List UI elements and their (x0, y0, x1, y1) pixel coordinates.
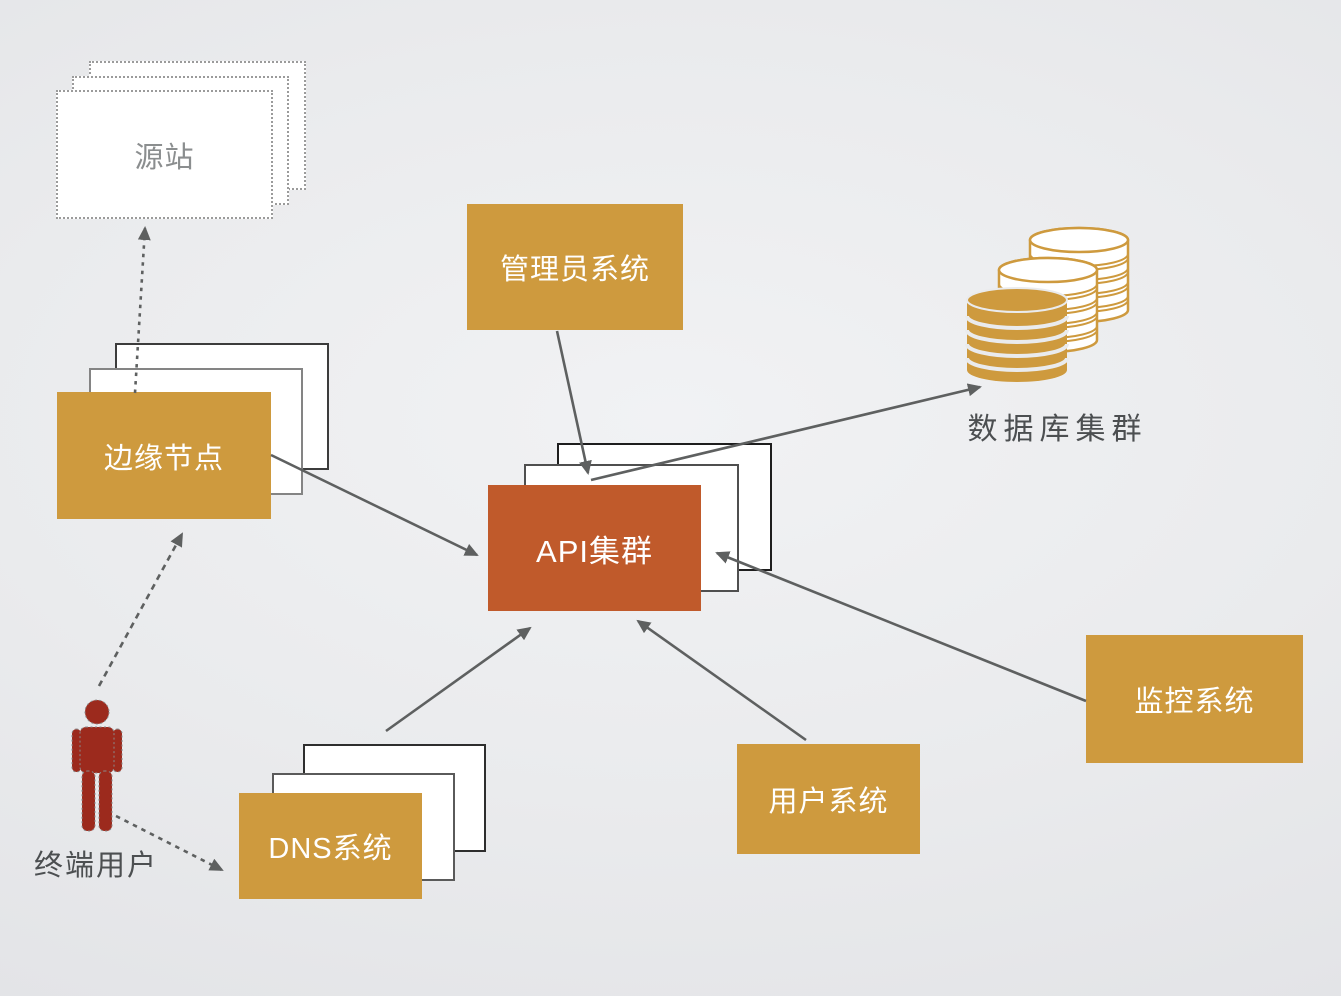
arrow-monitor-to-api (715, 551, 1087, 703)
edge-node: 边缘节点 (57, 392, 271, 519)
dns-system-label: DNS系统 (268, 833, 393, 865)
api-cluster-node: API集群 (488, 485, 701, 611)
end-user-label: 终端用户 (34, 850, 159, 882)
api-cluster-label: API集群 (536, 533, 653, 569)
arrow-dns-to-api (385, 626, 532, 733)
edge-node-label: 边缘节点 (103, 442, 224, 475)
admin-system-label: 管理员系统 (499, 254, 650, 286)
database-cluster-label: 数据库集群 (967, 413, 1148, 446)
origin-node: 源站 (56, 90, 273, 219)
dns-system-node: DNS系统 (239, 793, 422, 899)
person-icon (66, 699, 128, 835)
origin-label: 源站 (134, 141, 195, 174)
arrow-user-system-to-api (636, 619, 807, 742)
monitor-system-node: 监控系统 (1086, 635, 1303, 763)
user-system-node: 用户系统 (737, 744, 920, 854)
arrow-end-user-to-edge (97, 532, 184, 687)
monitor-system-label: 监控系统 (1134, 686, 1255, 718)
admin-system-node: 管理员系统 (467, 204, 683, 330)
database-icon-front (964, 284, 1070, 386)
user-system-label: 用户系统 (768, 786, 889, 818)
